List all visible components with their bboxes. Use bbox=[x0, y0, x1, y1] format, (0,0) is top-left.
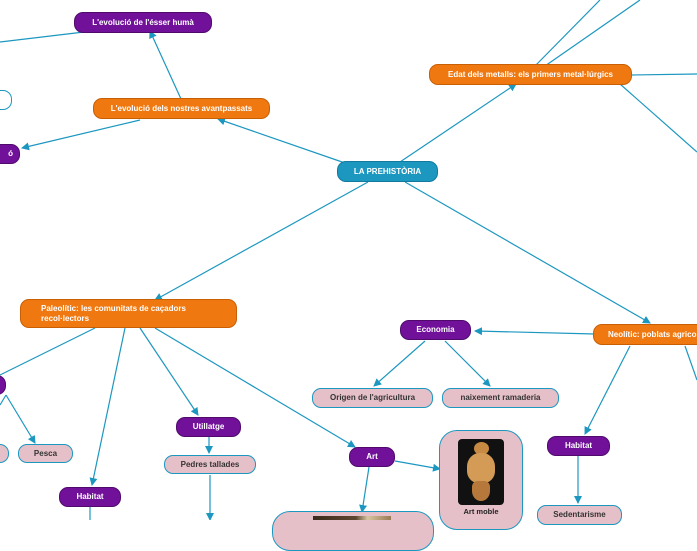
cave-art-image bbox=[313, 516, 391, 520]
edge-neolitic-economia bbox=[474, 327, 596, 336]
node-pedres-tallades[interactable]: Pedres tallades bbox=[164, 455, 256, 474]
edge-esser-offcanvas bbox=[0, 31, 85, 43]
edge-paleolitic-habitat bbox=[89, 327, 126, 486]
figurine-head bbox=[474, 442, 489, 455]
edge-neolitic-habitat bbox=[584, 345, 631, 435]
node-utillatge[interactable]: Utillatge bbox=[176, 417, 241, 437]
edge-leftpurple-pesca bbox=[5, 394, 36, 444]
node-origen-agricultura[interactable]: Origen de l'agricultura bbox=[312, 388, 433, 408]
node-sedentarisme[interactable]: Sedentarisme bbox=[537, 505, 622, 525]
edge-art-down bbox=[359, 466, 370, 513]
node-label: Paleolític: les comunitats de caçadors r… bbox=[41, 304, 186, 323]
edge-root-metalls bbox=[399, 83, 517, 163]
edge-paleolitic-utillatge bbox=[139, 327, 199, 416]
node-label: Art bbox=[366, 452, 378, 462]
venus-figurine-image bbox=[458, 439, 504, 505]
node-naixement-ramaderia[interactable]: naixement ramaderia bbox=[442, 388, 559, 408]
edge-root-neolitic bbox=[404, 181, 651, 324]
node-label: Habitat bbox=[76, 492, 104, 502]
edge-avantpassats-esser bbox=[149, 30, 182, 100]
connector-lines bbox=[0, 0, 697, 520]
edge-paleolitic-left bbox=[0, 327, 96, 376]
node-label: L'evolució dels nostres avantpassats bbox=[110, 103, 253, 113]
node-label: Neolític: poblats agrico bbox=[608, 329, 697, 339]
node-label: Economia bbox=[416, 325, 455, 335]
edge-metalls-off3 bbox=[631, 73, 697, 76]
edge-neolitic-off bbox=[684, 345, 697, 381]
edge-root-avantpassats bbox=[217, 117, 346, 164]
node-label: Pedres tallades bbox=[180, 459, 240, 469]
node-label: Edat dels metalls: els primers metal·lúr… bbox=[448, 69, 613, 79]
edge-root-paleolitic bbox=[154, 181, 369, 301]
node-label: ó bbox=[8, 149, 13, 159]
edge-leftpurple-off bbox=[0, 394, 7, 406]
node-neolitic[interactable]: Neolític: poblats agrico bbox=[593, 324, 697, 345]
node-art-moble[interactable]: Art moble bbox=[439, 430, 523, 530]
edge-metalls-off4 bbox=[619, 83, 697, 153]
node-left-partial[interactable]: ó bbox=[0, 144, 20, 164]
figurine-body bbox=[467, 453, 495, 483]
node-evolucio-esser-huma[interactable]: L'evolució de l'ésser humà bbox=[74, 12, 212, 33]
node-label: Art moble bbox=[463, 507, 499, 516]
node-art[interactable]: Art bbox=[349, 447, 395, 467]
edge-paleolitic-art bbox=[154, 327, 356, 448]
node-label: naixement ramaderia bbox=[460, 393, 541, 403]
node-art-image-partial[interactable] bbox=[272, 511, 434, 551]
edge-art-moble bbox=[394, 460, 441, 472]
node-label: Pesca bbox=[33, 448, 58, 458]
node-evolucio-avantpassats[interactable]: L'evolució dels nostres avantpassats bbox=[93, 98, 270, 119]
node-economia[interactable]: Economia bbox=[400, 320, 471, 340]
edge-economia-origen bbox=[373, 340, 426, 387]
node-habitat-paleolitic[interactable]: Habitat bbox=[59, 487, 121, 507]
node-label: L'evolució de l'ésser humà bbox=[92, 17, 194, 27]
edge-metalls-off2 bbox=[544, 0, 641, 67]
edge-avantpassats-left bbox=[21, 119, 141, 151]
node-pesca[interactable]: Pesca bbox=[18, 444, 73, 463]
node-label: Habitat bbox=[564, 441, 593, 451]
node-paleolitic[interactable]: Paleolític: les comunitats de caçadors r… bbox=[20, 299, 237, 328]
node-edat-metalls[interactable]: Edat dels metalls: els primers metal·lúr… bbox=[429, 64, 632, 85]
edge-economia-ramaderia bbox=[444, 340, 491, 387]
node-label: Utillatge bbox=[192, 422, 225, 432]
node-label: Origen de l'agricultura bbox=[329, 393, 416, 403]
node-habitat-neolitic[interactable]: Habitat bbox=[547, 436, 610, 456]
root-node-label: LA PREHISTÒRIA bbox=[353, 166, 422, 176]
root-node[interactable]: LA PREHISTÒRIA bbox=[337, 161, 438, 182]
figurine-legs bbox=[472, 481, 490, 501]
edge-metalls-off1 bbox=[534, 0, 601, 67]
node-label: Sedentarisme bbox=[553, 510, 606, 520]
